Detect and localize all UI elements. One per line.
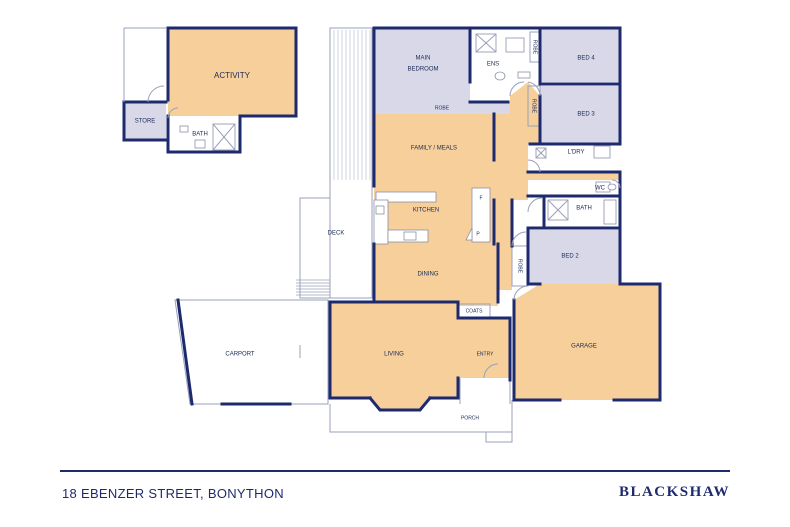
bed4-room	[540, 28, 620, 82]
store-room	[124, 102, 166, 140]
footer-divider	[60, 470, 730, 472]
bed4-label: BED 4	[577, 56, 595, 62]
property-address: 18 EBENZER STREET, BONYTHON	[62, 486, 284, 501]
family-meals-label: FAMILY / MEALS	[411, 146, 457, 152]
dining-room	[374, 244, 498, 306]
coats-label: COATS	[466, 308, 484, 314]
fridge-label: F	[479, 195, 482, 201]
carport: CARPORT	[174, 298, 329, 406]
dining-label: DINING	[418, 272, 439, 278]
studio-bath-label: BATH	[192, 132, 208, 138]
ensuite-robe-label: ROBE	[532, 40, 538, 55]
kitchen-label: KITCHEN	[413, 208, 439, 214]
laundry-label: L'DRY	[567, 150, 584, 156]
wc-label: WC	[595, 186, 606, 192]
studio-building: ACTIVITY STORE BATH	[122, 26, 298, 154]
main-bath-label: BATH	[576, 206, 592, 212]
brand-logo: BLACKSHAW	[618, 484, 730, 500]
pantry-fridge	[471, 187, 491, 243]
ensuite-label: ENS	[487, 62, 499, 68]
activity-room	[168, 28, 296, 116]
hallway	[494, 82, 620, 290]
activity-label: ACTIVITY	[214, 71, 251, 80]
family-meals-room	[374, 114, 494, 186]
store-label: STORE	[135, 119, 156, 125]
bed2-robe-label: ROBE	[517, 259, 523, 274]
main-robe-label: ROBE	[435, 105, 450, 111]
entry-label: ENTRY	[477, 351, 495, 357]
main-bedroom-label-line2: BEDROOM	[407, 67, 438, 73]
garage-room	[514, 284, 660, 400]
bed2-room	[528, 230, 620, 284]
main-house: MAIN BEDROOM ENS ROBE BED 4 ROBE BED 3 R…	[328, 26, 662, 443]
main-bedroom-label-line1: MAIN	[416, 56, 431, 62]
floor-plan: ACTIVITY STORE BATH DECK CARPORT	[122, 26, 662, 443]
main-bedroom-room	[374, 28, 470, 102]
bed3-label: BED 3	[577, 112, 595, 118]
bed2-label: BED 2	[561, 254, 579, 260]
deck-label: DECK	[328, 231, 345, 237]
garage-label: GARAGE	[571, 344, 597, 350]
deck: DECK	[296, 27, 373, 299]
porch-label: PORCH	[461, 415, 479, 421]
kitchen-bench	[375, 191, 437, 203]
entry-room	[458, 318, 510, 378]
pantry-label: P	[476, 231, 480, 237]
living-room	[330, 302, 458, 410]
bed3-robe-label: ROBE	[531, 99, 537, 114]
bed3-room	[540, 86, 620, 144]
living-label: LIVING	[384, 352, 404, 358]
carport-label: CARPORT	[225, 352, 255, 358]
main-robe	[374, 102, 510, 114]
